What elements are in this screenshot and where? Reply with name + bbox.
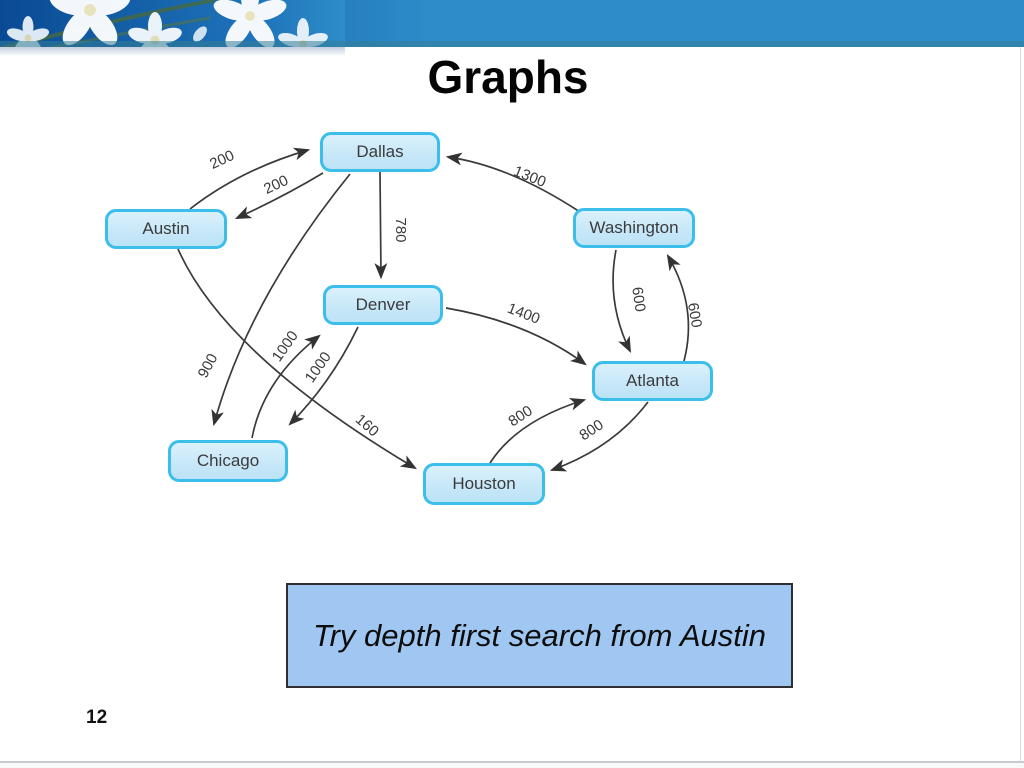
node-atlanta: Atlanta (592, 361, 713, 401)
edge-dallas-chicago (211, 173, 351, 427)
node-chicago: Chicago (168, 440, 288, 482)
edge-dallas-denver (374, 171, 388, 280)
node-dallas-label: Dallas (356, 142, 404, 161)
edge-houston-atlanta (489, 397, 587, 464)
banner-photo-fade (0, 47, 345, 58)
edge-austin-houston (177, 248, 417, 470)
node-atlanta-label: Atlanta (626, 371, 679, 390)
node-austin-label: Austin (142, 219, 190, 238)
edge-austin-dallas (189, 147, 311, 210)
edge-weight-washington-atlanta: 600 (628, 286, 648, 313)
edge-weight-houston-atlanta: 800 (505, 402, 535, 430)
node-denver-label: Denver (355, 295, 411, 314)
edge-washington-dallas (445, 152, 581, 213)
edge-atlanta-washington (666, 254, 690, 362)
node-washington-label: Washington (589, 218, 679, 237)
edge-weight-denver-atlanta: 1400 (505, 300, 542, 328)
edge-dallas-austin (234, 172, 324, 219)
edge-weight-denver-chicago: 1000 (302, 349, 335, 386)
edge-weight-washington-dallas: 1300 (511, 163, 548, 191)
edge-weight-dallas-chicago: 900 (195, 351, 222, 381)
edge-weight-chicago-denver: 1000 (269, 328, 302, 365)
edge-washington-atlanta (612, 249, 631, 354)
node-houston: Houston (423, 463, 545, 505)
edge-denver-atlanta (445, 307, 587, 366)
node-washington: Washington (573, 208, 695, 248)
slide-title: Graphs (427, 51, 589, 103)
edge-chicago-denver (251, 334, 321, 439)
edge-atlanta-houston (549, 401, 649, 472)
slide-right-border (1020, 47, 1021, 762)
edge-weight-austin-houston: 160 (352, 411, 382, 440)
node-houston-label: Houston (452, 474, 516, 493)
edge-weight-dallas-denver: 780 (392, 217, 409, 242)
edge-denver-chicago (288, 326, 359, 426)
node-denver: Denver (323, 285, 443, 325)
flower-photo-icon (0, 0, 345, 47)
edge-weight-atlanta-houston: 800 (576, 416, 606, 444)
node-dallas: Dallas (320, 132, 440, 172)
header-banner (0, 0, 1024, 47)
node-chicago-label: Chicago (196, 451, 260, 470)
banner-bottom-strip (0, 41, 1024, 47)
callout-box: Try depth first search from Austin (286, 583, 793, 688)
slide-bottom-border (0, 761, 1024, 768)
page-number: 12 (86, 707, 108, 728)
callout-text: Try depth first search from Austin (312, 617, 767, 653)
edge-weight-austin-dallas: 200 (207, 147, 237, 173)
edge-weight-atlanta-washington: 600 (684, 301, 705, 329)
node-austin: Austin (105, 209, 227, 249)
